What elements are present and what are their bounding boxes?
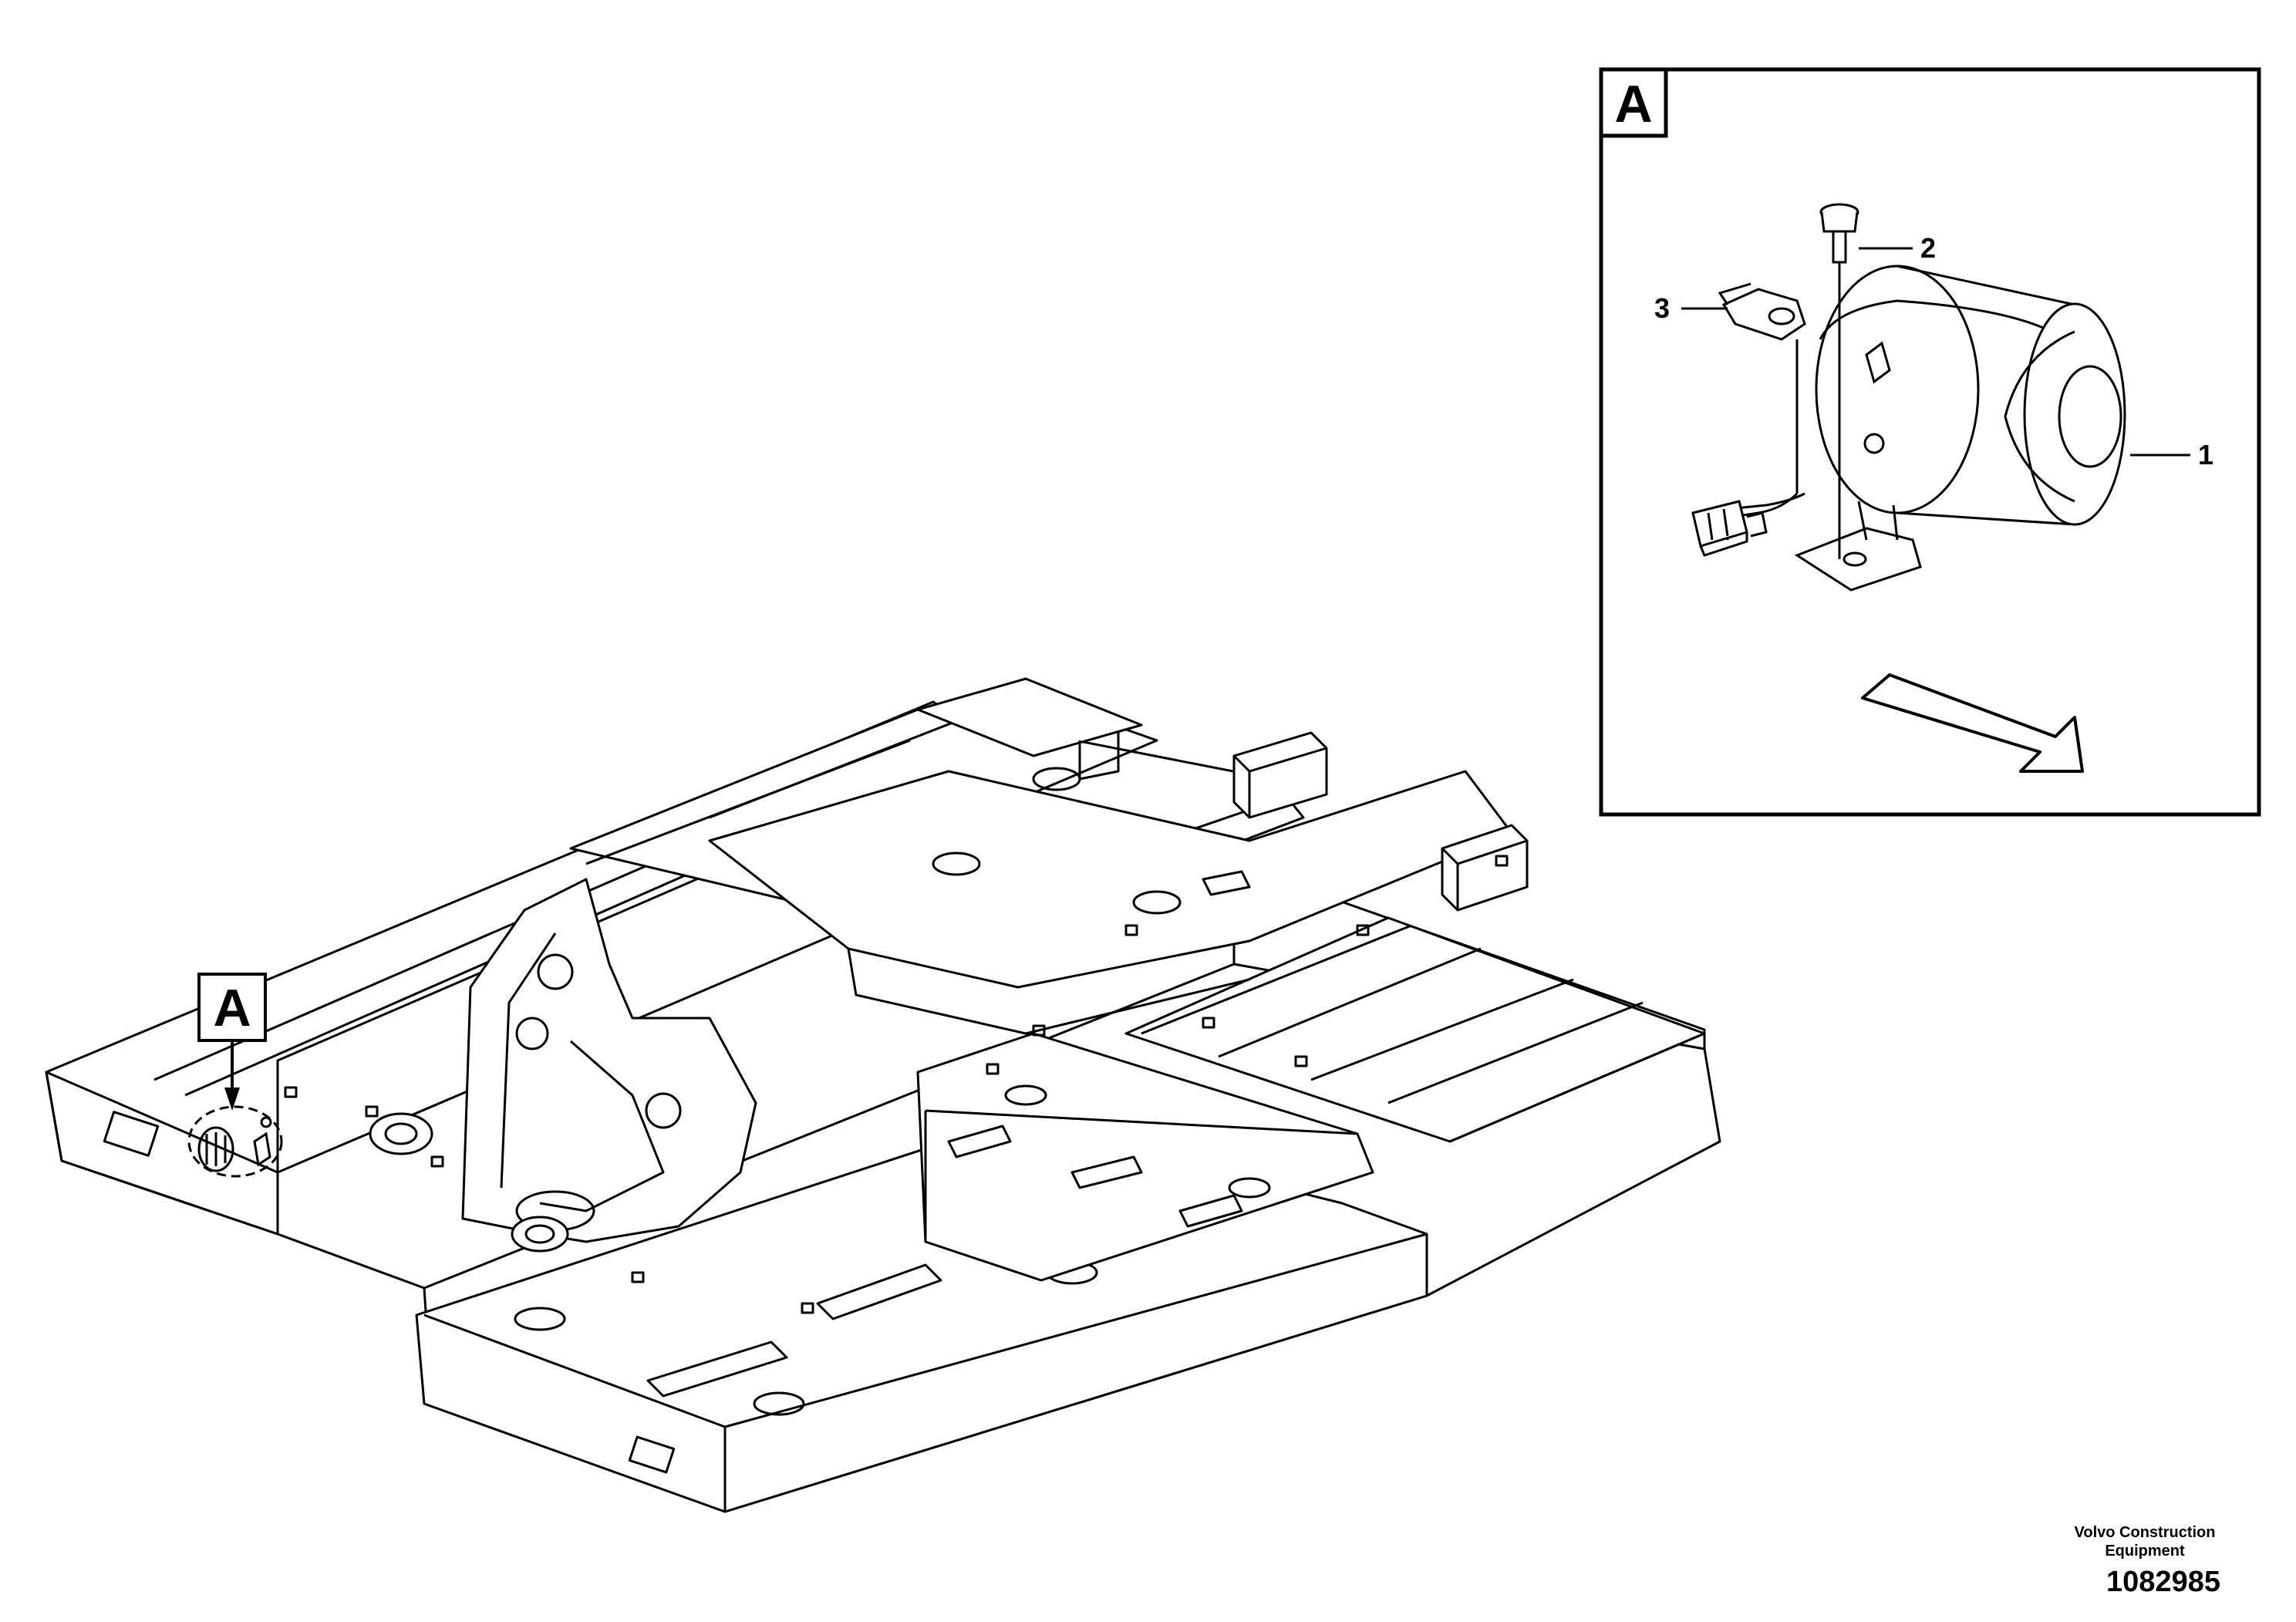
detail-view-a: A [1599,67,2261,817]
part-label-1: 1 [2198,439,2213,470]
leader-lines [1681,247,2190,457]
brand-line-1: Volvo Construction [2074,1524,2216,1541]
direction-arrow-icon [1861,673,2084,773]
upper-frame-illustration [45,677,1721,1513]
part-label-2: 2 [1920,232,1936,264]
callout-a-main: A [197,973,267,1111]
drawing-number: 1082985 [2106,1566,2220,1598]
bolt-icon [1819,203,1859,559]
brand-line-2: Equipment [2105,1543,2185,1560]
connector-icon [1691,282,1806,557]
brand-block: Volvo Construction Equipment [2060,1523,2230,1560]
callout-a-letter: A [213,979,251,1037]
part-label-3: 3 [1654,292,1670,324]
horn-icon [1794,265,2126,592]
horn-location-marker [187,1105,283,1178]
detail-frame-letter: A [1614,75,1652,133]
